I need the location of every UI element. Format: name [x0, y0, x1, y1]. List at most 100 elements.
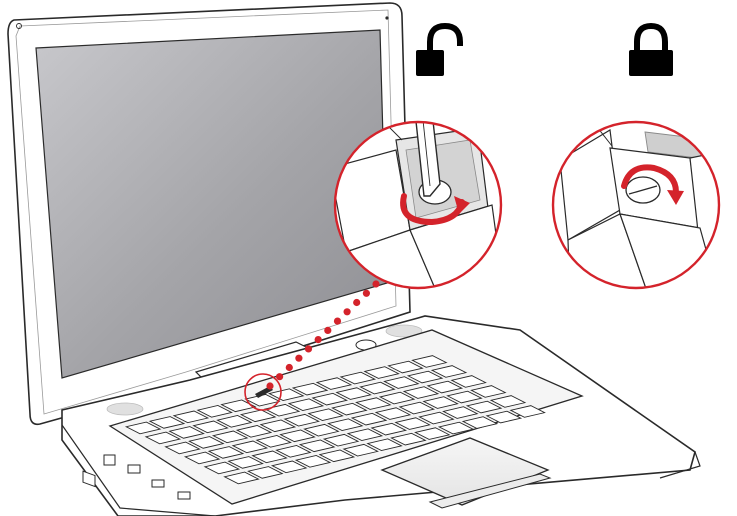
trackpad	[380, 437, 550, 506]
callout-dot	[314, 336, 322, 344]
keyboard-key	[402, 386, 440, 399]
keyboard-key	[446, 390, 483, 404]
keyboard-key	[235, 425, 273, 438]
usb-port-2	[177, 491, 191, 500]
base-front-edge	[61, 424, 216, 516]
keyboard-key	[298, 439, 336, 453]
keyboard-key	[342, 443, 379, 457]
camera-dot	[385, 16, 389, 20]
keyboard-key	[124, 421, 162, 435]
keyboard-key	[259, 419, 297, 433]
keyboard-key	[394, 417, 431, 430]
lid-corner-dot	[16, 23, 22, 29]
keyboard-key	[489, 395, 527, 408]
keyboard-key	[366, 438, 403, 452]
callout-dot	[324, 326, 332, 334]
keyboard-key	[335, 387, 372, 400]
keyboard-key	[470, 385, 507, 398]
keyboard-key	[430, 365, 468, 378]
keyboard-key	[311, 392, 349, 406]
keyboard-key	[315, 377, 353, 390]
keyboard-key	[294, 455, 332, 468]
keyboard-key	[231, 440, 269, 454]
keyboard-key	[465, 400, 503, 414]
keyboard-key	[414, 427, 451, 440]
keyboard-key	[363, 366, 400, 379]
keyboard-key	[267, 388, 305, 402]
keyboard-key	[168, 426, 205, 439]
keyboard-key	[251, 450, 288, 464]
keyboard-key	[216, 415, 253, 428]
keyboard-key	[422, 396, 459, 409]
keyboard-key	[303, 423, 340, 437]
keyboard-key	[450, 375, 487, 388]
keyboard-key	[461, 416, 499, 429]
keyboard-key	[346, 428, 384, 442]
keyboard-key	[247, 466, 284, 479]
keyboard-key	[398, 401, 436, 415]
laptop-lid	[7, 2, 411, 426]
keyboard-key	[390, 432, 427, 446]
keyboard-key	[359, 381, 396, 395]
keyboard-key	[387, 360, 424, 374]
callout-dotted-line	[266, 280, 380, 390]
keyboard-key	[283, 413, 320, 427]
keyboard-key	[370, 422, 408, 436]
callout-dot	[343, 308, 351, 316]
base-right-edge	[659, 451, 701, 479]
keyboard-key	[509, 405, 546, 418]
keyboard-key	[339, 371, 377, 385]
speaker-left	[106, 402, 144, 416]
callout-dot	[333, 317, 342, 325]
keyboard-key	[331, 402, 368, 416]
keyboard-key	[279, 429, 316, 443]
keyboard-key	[322, 433, 360, 447]
keyboard-key	[307, 408, 344, 422]
callout-dot	[285, 363, 293, 372]
unlocked-padlock-icon	[416, 22, 463, 76]
keyboard-key	[144, 431, 182, 445]
keyboard-key	[383, 376, 420, 389]
keyboard-key	[196, 405, 233, 418]
keyboard-key	[172, 410, 210, 424]
keyboard-key	[223, 471, 260, 485]
callout-dot	[304, 345, 313, 353]
keyboard-key	[255, 435, 292, 448]
counterclockwise-arrow-icon	[400, 193, 465, 226]
keyboard-key	[291, 382, 329, 396]
keyboard-key	[227, 456, 264, 469]
keyboard-key	[378, 391, 416, 405]
unlock-inset	[333, 120, 503, 290]
side-ports	[82, 454, 191, 500]
keyboard-key	[318, 449, 356, 463]
keyboard-keys	[124, 355, 546, 485]
keyboard-key	[203, 461, 241, 475]
callout-dot	[372, 280, 380, 288]
speaker-right	[385, 324, 423, 338]
keyboard-key	[437, 421, 475, 435]
keyboard-key	[207, 446, 245, 459]
locked-padlock-icon	[629, 22, 673, 76]
callout-dot	[295, 354, 303, 362]
keyboard-key	[188, 436, 225, 449]
keyboard-key	[485, 410, 523, 424]
keyboard-key	[426, 380, 464, 394]
keyboard-key	[220, 399, 257, 413]
keyboard-key	[411, 355, 448, 368]
keyboard-key	[270, 460, 308, 474]
modem-port	[103, 454, 116, 466]
keyboard-key	[287, 398, 325, 412]
keyboard-key	[211, 430, 249, 444]
ethernet-port	[82, 470, 96, 488]
lid-inner-edge	[15, 9, 397, 415]
keyboard-key	[183, 451, 221, 465]
callout-dot	[353, 298, 361, 307]
keyboard-key	[148, 416, 186, 429]
keyboard-key	[164, 441, 201, 455]
display-port	[127, 464, 141, 474]
keyboard-lock-highlight	[244, 373, 282, 411]
keyboard-key	[192, 420, 229, 434]
keyboard-key	[326, 418, 364, 432]
